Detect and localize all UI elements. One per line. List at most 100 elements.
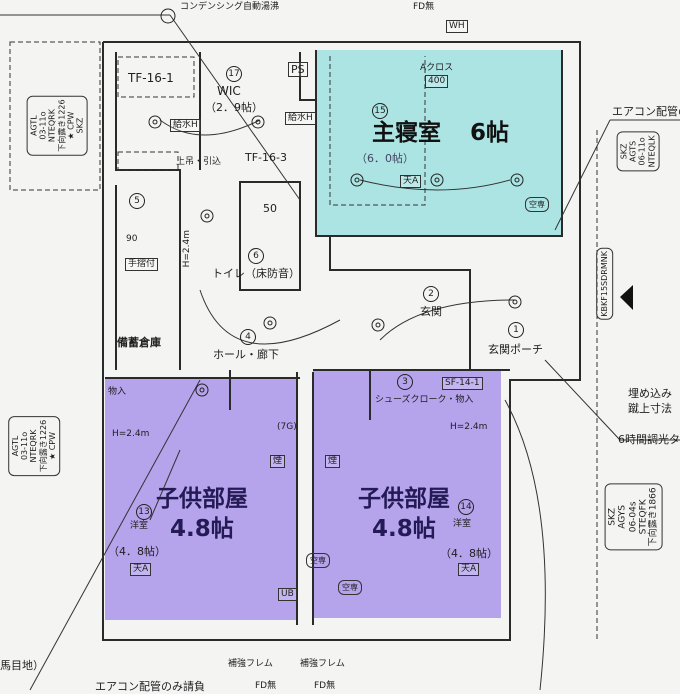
master-bedroom-name: 主寝室: [372, 120, 441, 146]
reinforce-left: 補強フレム: [228, 659, 273, 669]
wic-area: （2．9帖）: [205, 101, 263, 114]
unit-mark: ★ CPW: [47, 431, 57, 460]
water-h-2: 給水H: [285, 112, 316, 125]
aircon-pipe-right: エアコン配管の: [612, 105, 680, 118]
child-left-number: 13: [136, 504, 152, 520]
aircon-pipe-only: エアコン配管のみ請負: [95, 680, 205, 693]
aircon-label: 空専: [525, 197, 549, 213]
handrail-label: 手摺付: [125, 258, 159, 271]
child-room-left-fill: [105, 378, 297, 620]
light-fixtures: [148, 8, 524, 397]
child-room-left-size: 4.8帖: [170, 516, 234, 542]
master-bedroom-size: 6帖: [470, 120, 510, 146]
unit-tag-left-bottom: AGTL 03-11o NTEQRK 下向露き1226 ★ CPW: [8, 415, 61, 477]
stair-width: 90: [126, 234, 138, 244]
unit-part: NTEQRK: [29, 429, 39, 463]
closet-label: 物入: [108, 387, 127, 397]
child-right-number: 14: [458, 499, 474, 515]
shoe-closet-number: 3: [397, 374, 413, 390]
unit-model: AGTL: [11, 435, 21, 457]
tf-16-1: TF-16-1: [128, 71, 174, 85]
aircon-label-3: 空専: [338, 580, 362, 596]
unit-code: 06-04s: [628, 501, 639, 533]
child-left-type: 洋室: [130, 521, 149, 531]
porch-number: 1: [508, 322, 524, 338]
height-right: H=2.4m: [450, 422, 488, 432]
smoke-detector-right: 煙: [325, 455, 341, 468]
direction-arrow-icon: [620, 285, 633, 310]
unit-note: 下向露き1226: [38, 419, 48, 473]
unit-model: AGTL: [29, 115, 39, 136]
acros-label: Aクロス: [420, 63, 454, 73]
water-h-1: 給水H: [170, 119, 201, 132]
height-left: H=2.4m: [112, 429, 150, 439]
shoe-closet-name: シューズクローク・物入: [375, 395, 474, 405]
unit-model: AGTS: [628, 140, 638, 162]
child-room-left-name: 子供部屋: [156, 486, 248, 512]
child-room-right-name: 子供部屋: [358, 486, 450, 512]
stair-number: 5: [129, 193, 145, 209]
master-ceiling: 天A: [400, 175, 422, 188]
toilet-number: 6: [248, 248, 264, 264]
joint-label: 馬目地）: [0, 659, 44, 672]
wic-number: 17: [226, 66, 242, 82]
unit-model: AGYS: [617, 504, 628, 529]
reinforce-right: 補強フレム: [300, 659, 345, 669]
child-right-type: 洋室: [453, 519, 472, 529]
master-bedroom-area: （6．0帖）: [356, 152, 414, 165]
water-heater-label: コンデンシング自動湯沸: [180, 2, 280, 12]
child-right-area: （4．8帖）: [440, 547, 498, 560]
unit-note: 下向露き1226: [57, 99, 67, 152]
unit-mark: ★ CPW: [66, 111, 76, 140]
hanging-label: 上吊・引込: [176, 157, 222, 167]
wiring: [0, 14, 680, 691]
child-left-ceiling: 天A: [130, 563, 152, 576]
fd-none-left: FD無: [255, 681, 277, 691]
ub-label: UB: [278, 588, 297, 601]
master-room-number: 15: [372, 103, 388, 119]
fifty-label: 50: [263, 202, 277, 215]
entrance-name: 玄関: [420, 305, 442, 318]
walls: [102, 41, 581, 641]
unit-part: STEQFK: [638, 499, 649, 535]
child-left-area: （4．8帖）: [108, 545, 166, 558]
hall-name: ホール・廊下: [213, 348, 279, 361]
height-h: H=2.4m: [182, 230, 192, 268]
fd-none-top: FD無: [413, 2, 435, 12]
unit-code: 03-11o: [38, 111, 48, 140]
porch-name: 玄関ポーチ: [488, 343, 543, 356]
unit-note: 下向露き1866: [648, 487, 659, 547]
unit-part: NTEQLK: [647, 135, 657, 168]
child-room-right-fill: [313, 370, 501, 618]
entrance-number: 2: [423, 286, 439, 302]
size-400: 400: [425, 75, 449, 88]
hall-number: 4: [240, 329, 256, 345]
smoke-detector-left: 煙: [270, 455, 286, 468]
unit-tag-right-bottom: SKZ AGYS 06-04s STEQFK 下向露き1866: [604, 483, 663, 551]
child-right-ceiling: 天A: [458, 563, 480, 576]
unit-sku: SKZ: [607, 507, 618, 526]
riser-label: 蹴上寸法: [628, 402, 672, 415]
dimmer-label: 6時間調光タ: [618, 433, 680, 446]
dashed-outlines: [9, 41, 598, 640]
aircon-label-2: 空専: [306, 553, 330, 569]
storage-name: 備蓄倉庫: [117, 336, 161, 349]
unit-code: 06-11o: [637, 137, 647, 166]
tf-16-3: TF-16-3: [245, 151, 287, 164]
fd-none-right: FD無: [314, 681, 336, 691]
wic-name: WIC: [217, 84, 241, 98]
meter-id: KBKF15SDRMNK: [596, 248, 614, 320]
unit-part: NTEQRK: [47, 109, 57, 143]
embed-label: 埋め込み: [628, 387, 672, 400]
child-room-right-size: 4.8帖: [372, 516, 436, 542]
ps-label: PS: [288, 62, 308, 77]
toilet-name: トイレ（床防音）: [212, 267, 300, 280]
unit-tag-top-left: AGTL 03-11o NTEQRK 下向露き1226 ★ CPW SKZ: [26, 95, 88, 156]
unit-code: 03-11o: [20, 431, 30, 461]
unit-sku: SKZ: [619, 143, 629, 160]
fg-label: (7G): [277, 422, 297, 432]
sf-14-1: SF-14-1: [442, 377, 483, 390]
wh-label: WH: [446, 20, 468, 33]
